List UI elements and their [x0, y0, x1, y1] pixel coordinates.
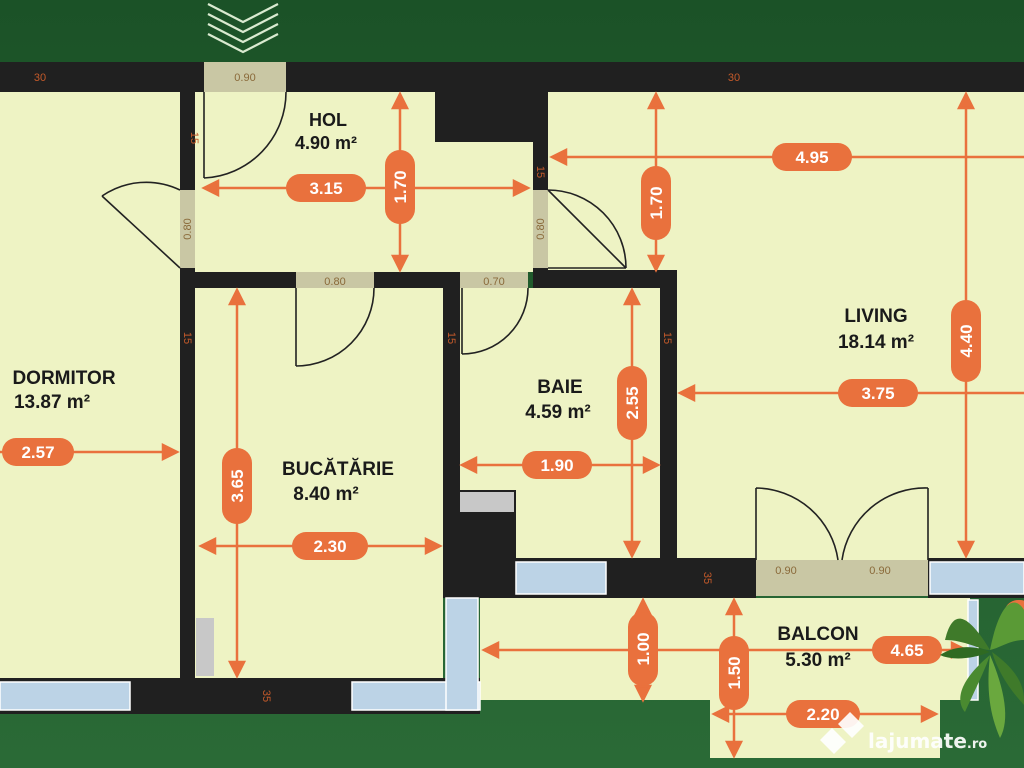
door-dormitor-swing	[101, 181, 181, 269]
dim-living-left-height: 1.70	[647, 186, 666, 219]
room-hol-name: HOL	[309, 110, 347, 130]
watermark-brand: lajumate.ro	[868, 729, 987, 753]
wall-shaft	[435, 92, 548, 142]
room-hol-area: 4.90 m²	[295, 133, 357, 153]
door-bucatarie-swing	[295, 287, 375, 367]
door-living-label: 0.80	[535, 218, 547, 239]
wall-baie-top	[533, 270, 677, 288]
door-bucatarie-label: 0.80	[324, 276, 345, 288]
window-baie	[515, 561, 607, 595]
door-baie-swing	[461, 287, 529, 355]
door-strip-balcon	[756, 560, 928, 596]
door-dormitor-label: 0.80	[182, 218, 194, 239]
dimension-pills	[2, 143, 981, 728]
dim-dormitor-width: 2.57	[21, 443, 54, 462]
wall-balcon-divider	[740, 558, 756, 598]
room-bucatarie-area: 8.40 m²	[293, 484, 358, 505]
kitchen-column	[196, 618, 214, 676]
wall-dormitor-right	[180, 270, 195, 680]
window-living	[929, 561, 1024, 595]
door-strip-baie	[460, 272, 528, 288]
dim-living-height: 4.40	[957, 324, 976, 357]
floor-areas	[0, 92, 1024, 758]
room-dormitor-area: 13.87 m²	[14, 392, 90, 413]
watermark: lajumate.ro	[820, 712, 987, 754]
wall-bottom-label: 35	[260, 690, 272, 702]
room-living-name: LIVING	[844, 306, 907, 327]
hol-corridor-floor	[435, 142, 533, 272]
ventilation-shaft	[460, 492, 514, 512]
door-strip-entrance	[204, 62, 286, 92]
door-entrance-swing	[203, 91, 287, 179]
wall-top	[0, 62, 1024, 92]
door-entrance-label: 0.90	[234, 72, 255, 84]
dim-hol-width: 3.15	[309, 179, 342, 198]
wall-top-left-label: 30	[34, 72, 46, 84]
dim-balcon-bottom: 2.20	[806, 705, 839, 724]
room-baie-area: 4.59 m²	[525, 402, 590, 423]
room-bucatarie-name: BUCĂTĂRIE	[282, 458, 394, 480]
door-swings	[101, 91, 929, 561]
door-strip-living	[533, 190, 548, 268]
door-strip-bucatarie	[296, 272, 374, 288]
door-strip-dormitor	[180, 190, 195, 268]
door-balcon-left-swing	[755, 487, 839, 561]
dim-hol-height: 1.70	[391, 170, 410, 203]
plant-icon	[940, 602, 1024, 738]
wall-hol-right-label: 15	[534, 166, 546, 178]
wall-bucatarie-right	[443, 288, 460, 598]
wall-baie-left-label: 15	[445, 332, 457, 344]
door-balcon-right-label: 0.90	[869, 565, 890, 577]
dim-living-width: 3.75	[861, 384, 894, 403]
door-baie-label: 0.70	[483, 276, 504, 288]
dim-bucatarie-width: 2.30	[313, 537, 346, 556]
wall-baie-right	[660, 270, 677, 562]
room-baie-name: BAIE	[537, 377, 582, 398]
window-dormitor	[0, 681, 131, 711]
room-living-area: 18.14 m²	[838, 332, 914, 353]
room-balcon-name: BALCON	[777, 624, 858, 645]
dim-living-top: 4.95	[795, 148, 828, 167]
dim-balcon-height-left: 1.00	[634, 632, 653, 665]
room-dormitor-name: DORMITOR	[12, 368, 115, 389]
window-bucatarie-side	[445, 597, 479, 711]
room-balcon-area: 5.30 m²	[785, 650, 850, 671]
watermark-logo-icon	[820, 712, 864, 754]
wall-hol-left-label: 15	[188, 132, 200, 144]
door-living-swing	[547, 189, 627, 269]
wall-balcon-label: 35	[701, 572, 713, 584]
door-balcon-right-swing	[841, 487, 929, 561]
door-balcon-left-label: 0.90	[775, 565, 796, 577]
dim-bucatarie-height: 3.65	[228, 469, 247, 502]
dim-balcon-height-mid: 1.50	[725, 656, 744, 689]
door-strips	[180, 62, 928, 596]
dim-baie-height: 2.55	[623, 386, 642, 419]
wall-bucatarie-left-label: 15	[181, 332, 193, 344]
dim-balcon-width: 4.65	[890, 641, 923, 660]
dormitor-floor	[0, 92, 180, 678]
entrance-chevron-icon	[207, 3, 279, 54]
wall-top-mid-label: 30	[728, 72, 740, 84]
dim-baie-width: 1.90	[540, 456, 573, 475]
wall-living-left-label: 15	[661, 332, 673, 344]
